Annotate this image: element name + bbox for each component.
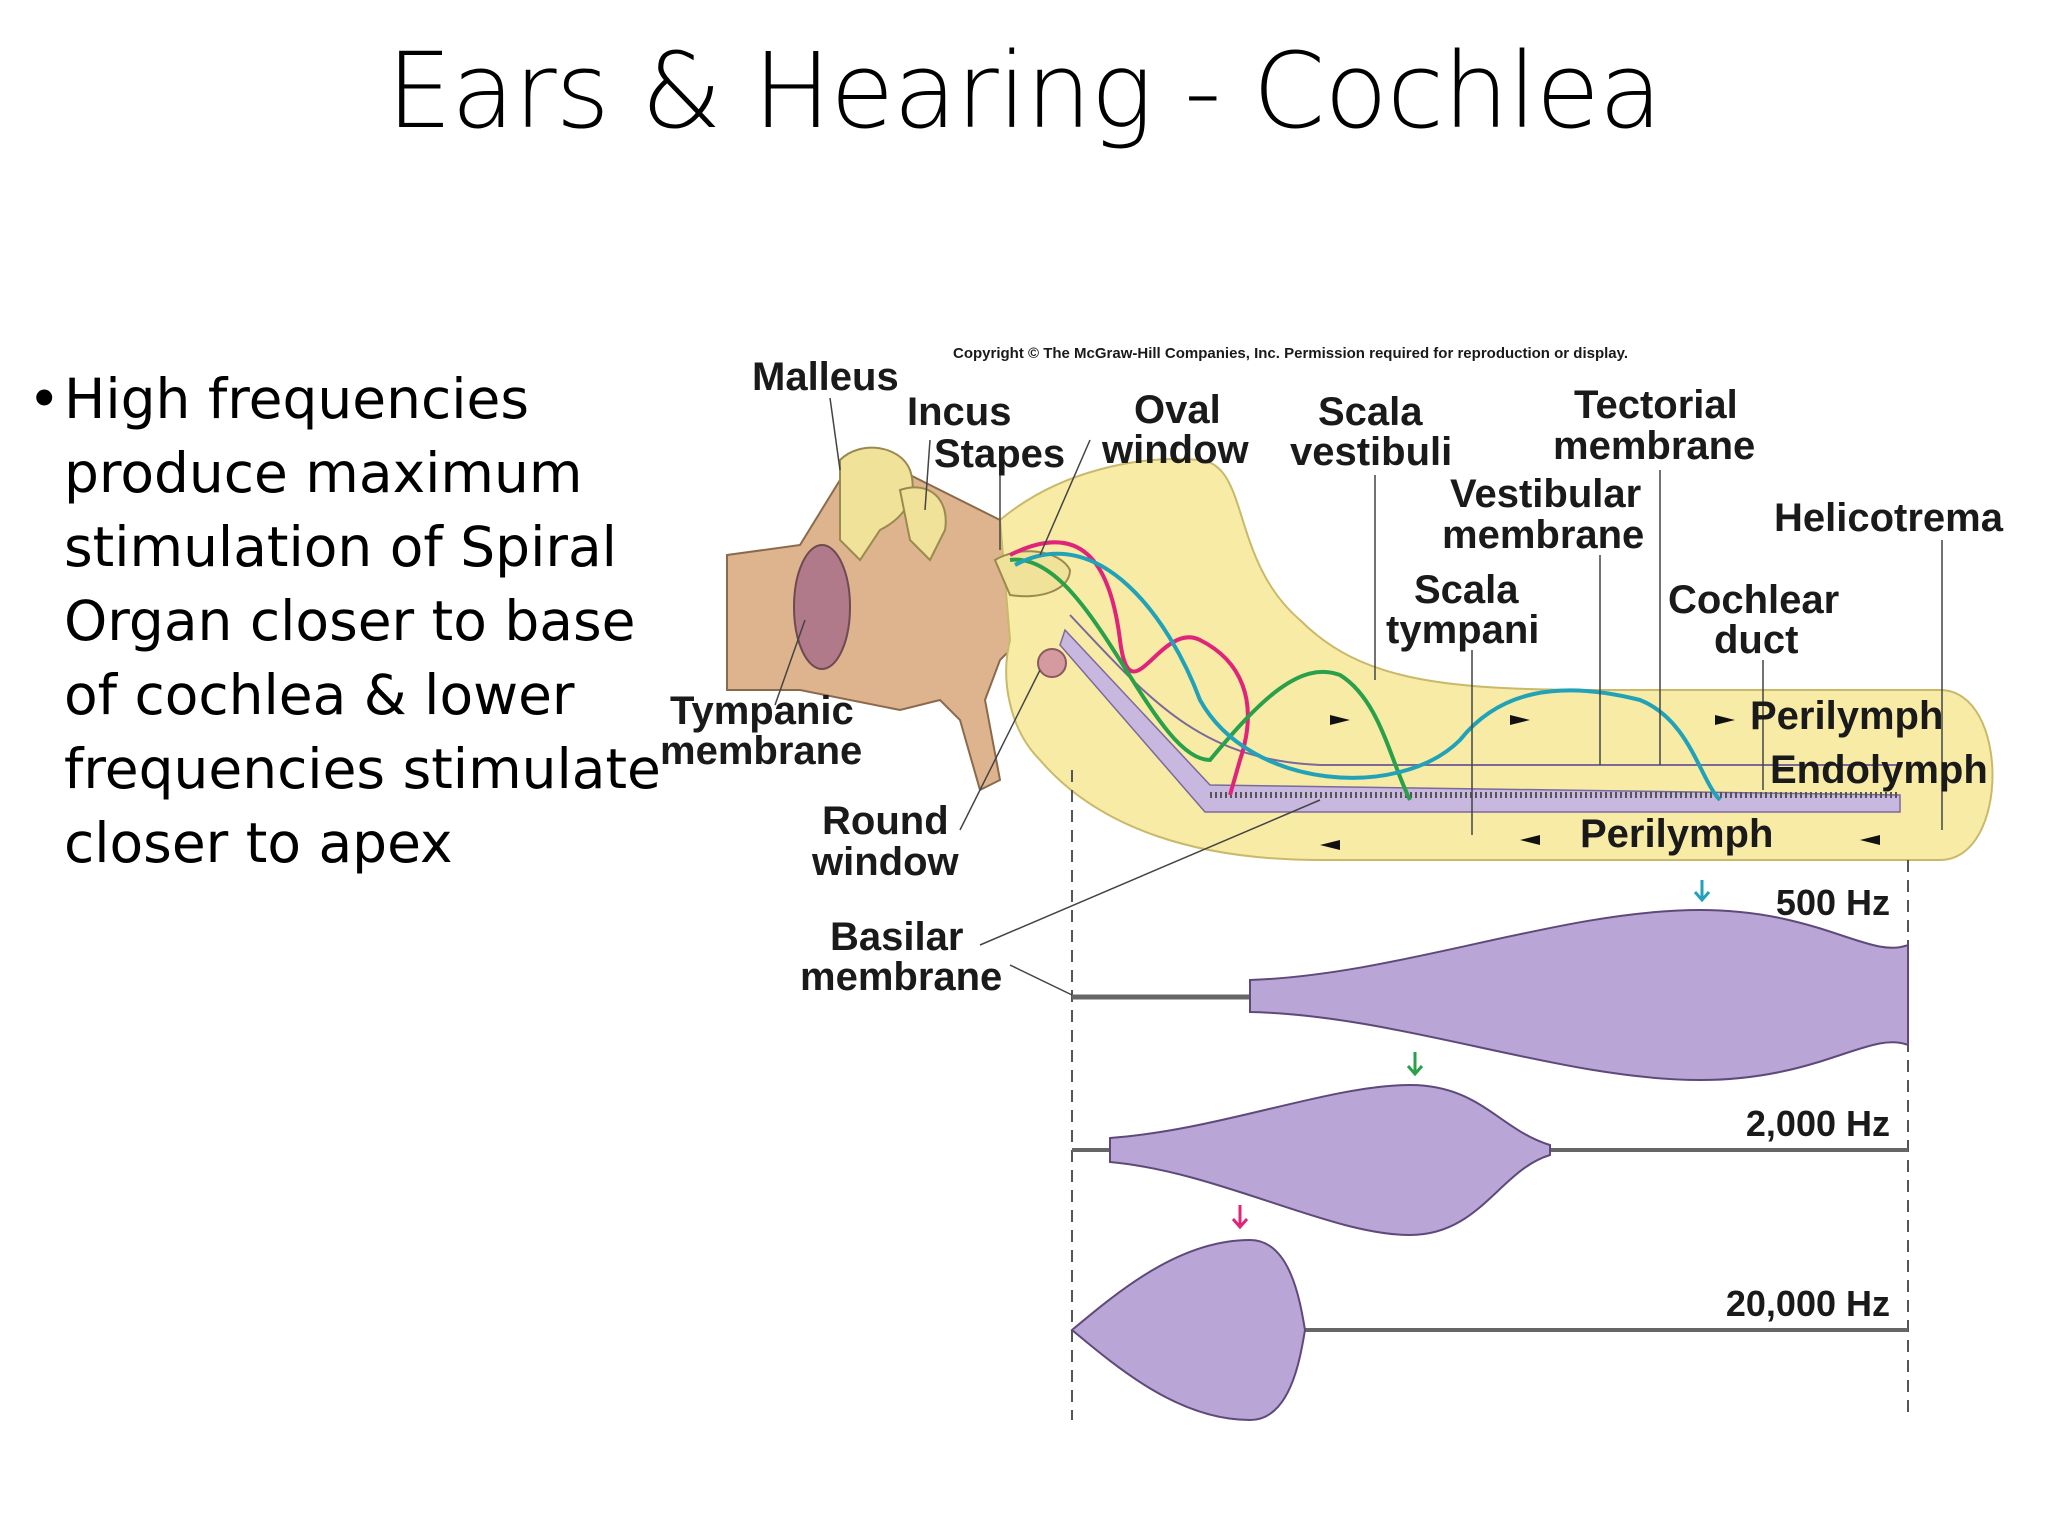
wave-2000 [1009, 557, 1412, 801]
arrow-left-3 [1860, 835, 1880, 845]
vestibular-membrane-line [1069, 614, 1900, 766]
leader-malleus [829, 397, 841, 471]
label-tympanic-1: Tympanic [670, 689, 854, 733]
label-tectorial-2: membrane [1553, 424, 1755, 468]
label-perilymph-bottom: Perilymph [1580, 812, 1773, 856]
envelope-500hz: 500 Hz [1072, 880, 1909, 1082]
label-oval-2: window [1101, 428, 1250, 472]
flow-arrows [1320, 715, 1880, 850]
label-vestibular-1: Vestibular [1450, 472, 1641, 516]
label-tectorial-1: Tectorial [1574, 383, 1738, 427]
label-basilar-2: membrane [800, 955, 1002, 999]
envelope-20000hz: 20,000 Hz [1070, 1205, 1908, 1422]
label-endolymph: Endolymph [1770, 748, 1988, 792]
freq-label-2000: 2,000 Hz [1746, 1103, 1890, 1144]
label-cochlear-duct-1: Cochlear [1668, 578, 1839, 622]
incus-shape [898, 486, 947, 562]
shape-500 [1249, 908, 1909, 1082]
label-perilymph-top: Perilymph [1750, 694, 1943, 738]
leader-incus [924, 439, 931, 511]
wave-20000 [1009, 540, 1250, 796]
anatomy-labels: Malleus Incus Stapes Oval window Scala v… [660, 355, 2004, 999]
leader-lines [774, 397, 1943, 996]
malleus-shape [839, 446, 914, 562]
copyright-text: Copyright © The McGraw-Hill Companies, I… [953, 345, 1628, 362]
label-scala-tympani-1: Scala [1414, 568, 1519, 612]
label-scala-vestibuli-1: Scala [1318, 390, 1423, 434]
label-vestibular-2: membrane [1442, 513, 1644, 557]
arrow-left-1 [1320, 840, 1340, 850]
label-helicotrema: Helicotrema [1774, 496, 2004, 540]
leader-basilar-2 [1009, 964, 1073, 996]
arrow-right-2 [1510, 715, 1530, 725]
label-malleus: Malleus [752, 355, 899, 399]
freq-label-500: 500 Hz [1776, 882, 1890, 923]
shape-20000 [1070, 1238, 1307, 1422]
envelope-2000hz: 2,000 Hz [1072, 1052, 1908, 1237]
label-oval-1: Oval [1134, 388, 1221, 432]
label-scala-vestibuli-2: vestibuli [1290, 430, 1452, 474]
label-tympanic-2: membrane [660, 729, 862, 773]
wave-500 [1014, 551, 1722, 802]
arrow-right-1 [1330, 715, 1350, 725]
bullet-item: • High frequencies produce maximum stimu… [22, 362, 662, 880]
label-scala-tympani-2: tympani [1386, 608, 1539, 652]
arrow-20000 [1231, 1205, 1249, 1230]
arrow-left-2 [1520, 835, 1540, 845]
shape-2000 [1109, 1083, 1551, 1237]
leader-oval [1039, 439, 1091, 556]
label-stapes: Stapes [934, 432, 1065, 476]
leader-basilar-1 [979, 799, 1321, 946]
leader-round [959, 669, 1041, 831]
bullet-text: High frequencies produce maximum stimula… [64, 367, 661, 875]
round-window-shape [1037, 648, 1067, 678]
bullet-dot: • [28, 367, 61, 431]
slide-title: Ears & Hearing - Cochlea [386, 30, 1662, 152]
arrow-500 [1693, 880, 1711, 903]
freq-label-20000: 20,000 Hz [1726, 1283, 1890, 1324]
label-basilar-1: Basilar [830, 915, 963, 959]
leader-tympanic [774, 619, 806, 706]
label-round-1: Round [822, 799, 949, 843]
label-cochlear-duct-2: duct [1714, 618, 1798, 662]
arrow-right-3 [1715, 715, 1735, 725]
label-round-2: window [811, 840, 960, 884]
tympanic-membrane-shape [793, 544, 851, 670]
label-incus: Incus [907, 390, 1011, 434]
arrow-2000 [1406, 1052, 1424, 1077]
bullet-list: • High frequencies produce maximum stimu… [22, 362, 662, 880]
